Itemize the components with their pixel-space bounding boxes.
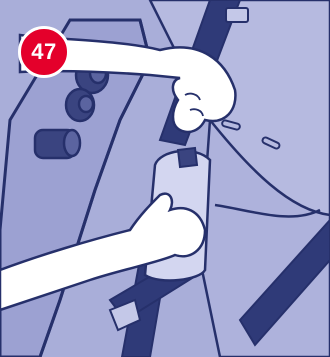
step-badge: 47 xyxy=(18,26,70,78)
buckle-icon xyxy=(226,8,248,22)
pouch-top-tab xyxy=(178,148,197,167)
step-number: 47 xyxy=(31,41,56,63)
